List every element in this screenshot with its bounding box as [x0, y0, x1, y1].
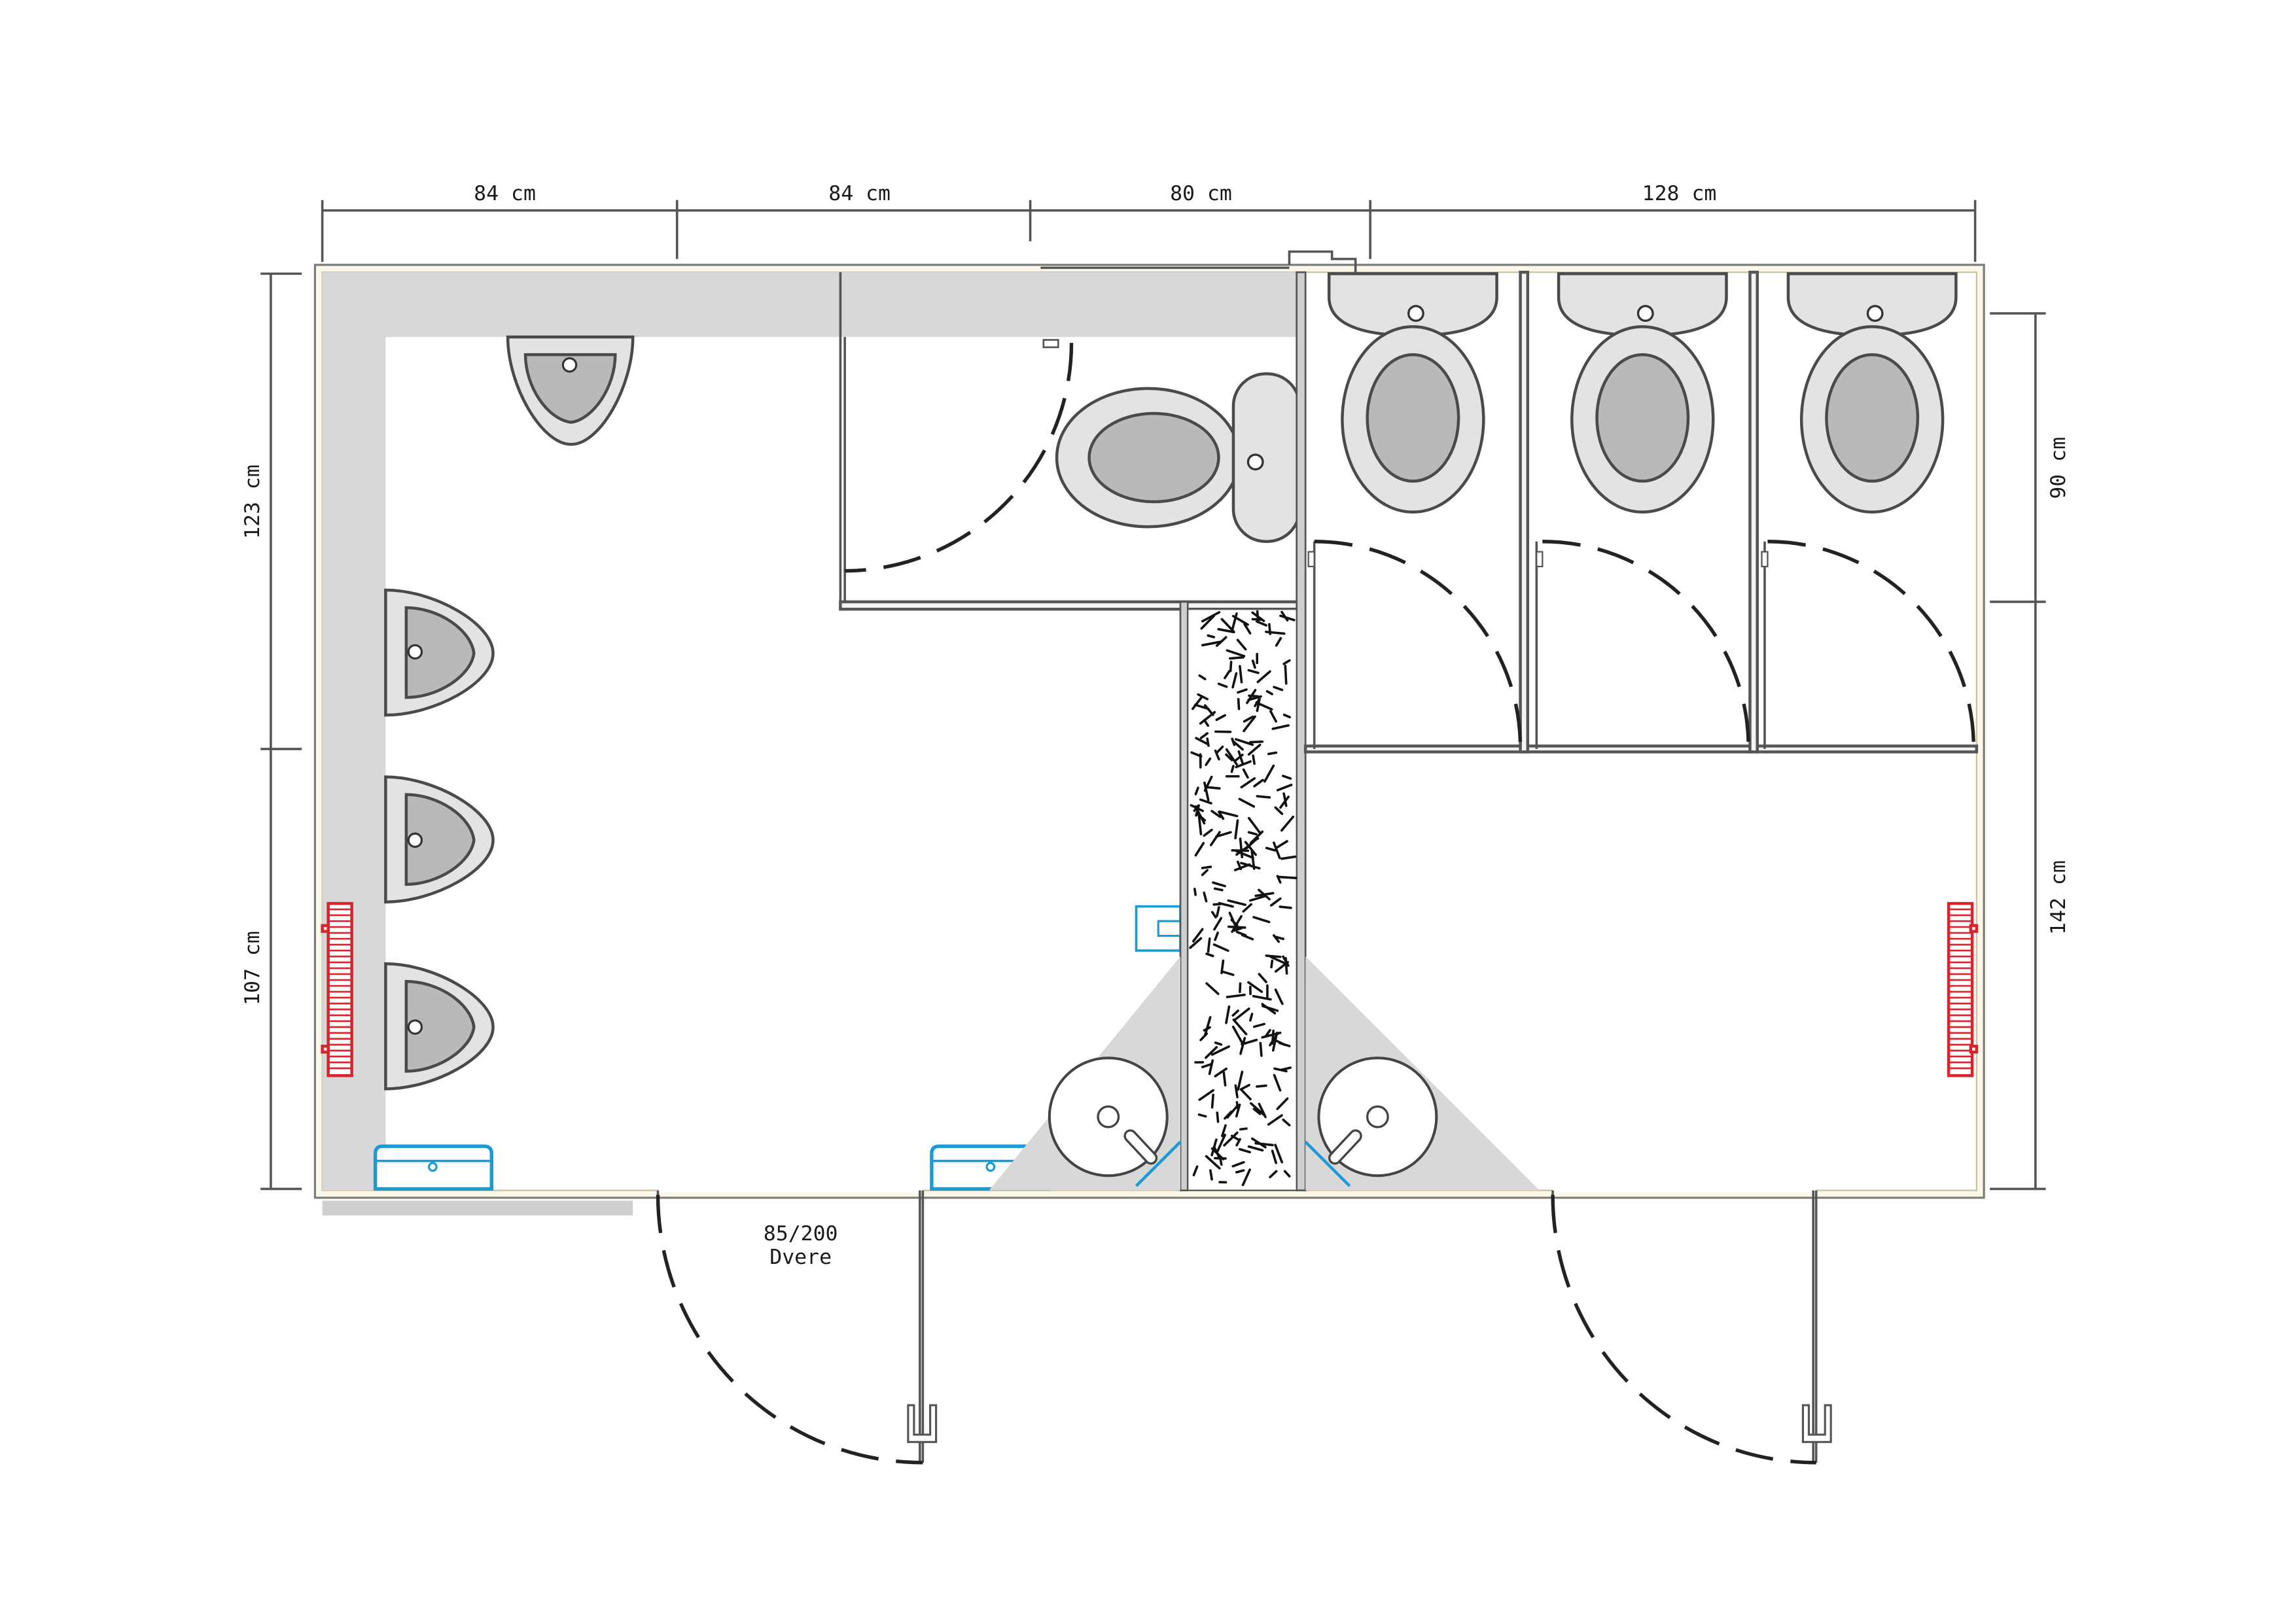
shelf-icon	[373, 1144, 494, 1191]
urinal-icon	[384, 962, 495, 1091]
cubicles-right	[1303, 270, 1979, 754]
dim-top-2: 84 cm	[828, 182, 891, 205]
right-dimensions: 90 cm 142 cm	[1990, 312, 2070, 1191]
dim-right-1: 90 cm	[2047, 437, 2070, 499]
toilet-icon	[1557, 272, 1728, 514]
heater-icon	[321, 901, 353, 1077]
top-dimensions: 84 cm 84 cm 80 cm 128 cm	[321, 182, 1977, 262]
dim-top-4: 128 cm	[1642, 182, 1717, 205]
toilet-icon	[1327, 272, 1498, 514]
left-dimensions: 123 cm 107 cm	[241, 272, 302, 1191]
door-icon[interactable]	[656, 1188, 938, 1465]
dim-left-2: 107 cm	[241, 931, 264, 1005]
dim-left-1: 123 cm	[241, 464, 264, 539]
door-name-label: Dvere	[769, 1246, 832, 1269]
insulated-partition	[1179, 271, 1307, 1192]
heater-icon	[1947, 901, 1979, 1077]
dim-top-3: 80 cm	[1170, 182, 1232, 205]
dim-right-2: 142 cm	[2047, 860, 2070, 935]
urinal-icon	[506, 335, 635, 446]
door-size-label: 85/200	[764, 1222, 838, 1246]
toilet-icon	[1786, 272, 1958, 514]
door-icon[interactable]	[1551, 1188, 1832, 1465]
sink-icon	[989, 956, 1182, 1191]
dim-top-1: 84 cm	[474, 182, 536, 205]
paper-holder-icon	[1135, 905, 1182, 952]
urinal-icon	[384, 588, 495, 717]
urinal-icon	[384, 775, 495, 904]
sink-icon	[1304, 956, 1540, 1191]
toilet-icon	[1055, 372, 1301, 543]
